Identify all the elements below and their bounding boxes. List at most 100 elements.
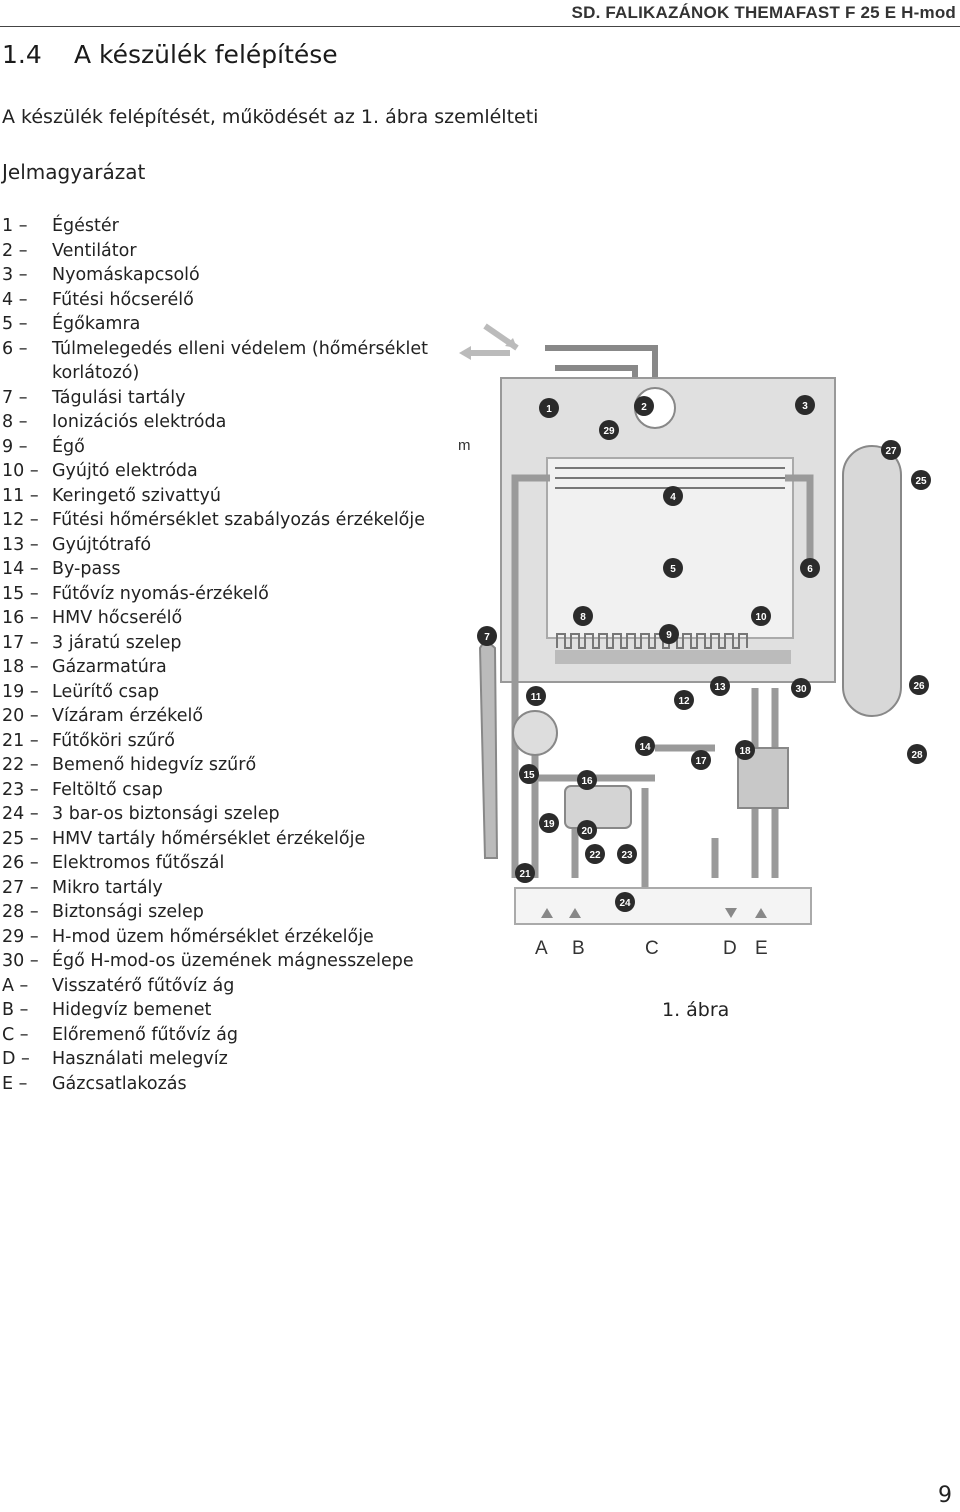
marker-label: 3: [802, 401, 808, 412]
legend-item: 20 –Vízáram érzékelő: [2, 704, 442, 729]
marker-5: 5: [663, 558, 683, 578]
legend-item: 5 –Égőkamra: [2, 312, 442, 337]
marker-label: 5: [670, 564, 676, 575]
legend-item: 4 –Fűtési hőcserélő: [2, 288, 442, 313]
legend-text: Égő: [52, 436, 85, 457]
marker-label: 18: [739, 746, 751, 757]
legend-item: 2 –Ventilátor: [2, 239, 442, 264]
marker-label: 16: [581, 776, 593, 787]
connection-label-e: E: [755, 938, 768, 959]
marker-8: 8: [573, 606, 593, 626]
marker-label: 26: [913, 681, 925, 692]
legend-item: 10 – Gyújtó elektróda: [2, 459, 442, 484]
marker-20: 20: [577, 820, 597, 840]
legend-item: 17 – 3 járatú szelep: [2, 631, 442, 656]
marker-label: 28: [911, 750, 923, 761]
burner: [556, 633, 748, 649]
legend-text: Gázcsatlakozás: [52, 1073, 187, 1094]
legend-code: 10 –: [2, 461, 39, 481]
legend-item: 23 –Feltöltő csap: [2, 778, 442, 803]
legend-item: 18 –Gázarmatúra: [2, 655, 442, 680]
marker-label: 10: [755, 612, 767, 623]
marker-label: 1: [546, 404, 552, 415]
legend-code: 2 –: [2, 240, 28, 261]
legend-code: 30 –: [2, 951, 39, 971]
legend-text: Tágulási tartály: [52, 387, 186, 408]
connection-label-d: D: [723, 938, 737, 959]
legend-code: 21 –: [2, 730, 39, 751]
legend-text: Leürítő csap: [52, 681, 160, 702]
legend-item: C –Előremenő fűtővíz ág: [2, 1023, 442, 1048]
legend-text: Túlmelegedés elleni védelem (hőmérséklet…: [52, 338, 429, 384]
legend-code: 5 –: [2, 314, 28, 334]
marker-label: 12: [678, 696, 690, 707]
legend-code: 19 –: [2, 681, 39, 702]
legend-code: 24 –: [2, 804, 39, 824]
marker-6: 6: [800, 558, 820, 578]
marker-30: 30: [791, 678, 811, 698]
legend-code: 14 –: [2, 559, 39, 579]
connection-label-b: B: [572, 938, 585, 959]
header-title: SD. FALIKAZÁNOK THEMAFAST F 25 E H-mod: [571, 3, 956, 22]
legend-item: 28 –Biztonsági szelep: [2, 900, 442, 925]
legend-code: 13 –: [2, 534, 39, 555]
legend-text: Használati melegvíz: [52, 1049, 228, 1069]
marker-16: 16: [577, 770, 597, 790]
marker-12: 12: [674, 690, 694, 710]
marker-27: 27: [881, 440, 901, 460]
legend-code: 25 –: [2, 828, 39, 849]
marker-label: 9: [666, 630, 672, 641]
legend-text: Égéstér: [52, 216, 119, 236]
legend-text: Fűtési hőcserélő: [52, 289, 194, 310]
legend-code: 17 –: [2, 632, 39, 653]
intro-text: A készülék felépítését, működését az 1. …: [2, 106, 539, 128]
connection-label-a: A: [535, 938, 548, 959]
legend-code: 18 –: [2, 657, 39, 677]
legend-item: 21 –Fűtőköri szűrő: [2, 729, 442, 754]
marker-15: 15: [519, 764, 539, 784]
boiler-diagram: m A B C D E 1 2 3 4 5 6 7 8 9 10 11 12 1…: [458, 323, 931, 959]
legend-item: 12 –Fűtési hőmérséklet szabályozás érzék…: [2, 508, 442, 533]
figure-caption: 1. ábra: [662, 999, 730, 1021]
marker-17: 17: [691, 750, 711, 770]
legend-item: 8 –Ionizációs elektróda: [2, 410, 442, 435]
legend-code: 23 –: [2, 779, 39, 800]
marker-label: 2: [641, 402, 647, 413]
marker-26: 26: [909, 675, 929, 695]
marker-13: 13: [710, 676, 730, 696]
legend-text: Gyújtótrafó: [52, 534, 152, 555]
legend-item: 7 –Tágulási tartály: [2, 386, 442, 411]
marker-18: 18: [735, 740, 755, 760]
legend-text: Fűtővíz nyomás-érzékelő: [52, 583, 269, 604]
legend-text: Gyújtó elektróda: [52, 461, 198, 481]
legend-text: 3 járatú szelep: [52, 632, 182, 653]
expansion-tank: [478, 642, 499, 859]
legend-item: 19 – Leürítő csap: [2, 680, 442, 705]
m-label: m: [458, 437, 471, 454]
legend-item: 29 –H-mod üzem hőmérséklet érzékelője: [2, 925, 442, 950]
legend-text: Vízáram érzékelő: [52, 706, 204, 726]
marker-29: 29: [599, 420, 619, 440]
legend-text: Előremenő fűtővíz ág: [52, 1024, 238, 1045]
dhw-exchanger: [564, 785, 632, 829]
legend-code: 1 –: [2, 216, 28, 236]
legend-text: By-pass: [52, 559, 121, 579]
marker-label: 24: [619, 898, 631, 909]
marker-label: 23: [621, 850, 633, 861]
marker-label: 17: [695, 756, 707, 767]
legend-text: Mikro tartály: [52, 877, 163, 898]
pump: [512, 710, 558, 756]
marker-24: 24: [615, 892, 635, 912]
legend-title: Jelmagyarázat: [2, 160, 146, 184]
marker-label: 21: [519, 869, 531, 880]
legend-text: H-mod üzem hőmérséklet érzékelője: [52, 926, 374, 947]
legend-code: 9 –: [2, 436, 28, 457]
legend-code: A –: [2, 975, 29, 996]
legend-item: 11 –Keringető szivattyú: [2, 484, 442, 509]
marker-14: 14: [635, 736, 655, 756]
connection-label-c: C: [645, 938, 659, 959]
marker-4: 4: [663, 486, 683, 506]
exhaust-arrows: [459, 323, 519, 360]
legend-item: E –Gázcsatlakozás: [2, 1072, 442, 1097]
section-number: 1.4: [2, 40, 42, 69]
